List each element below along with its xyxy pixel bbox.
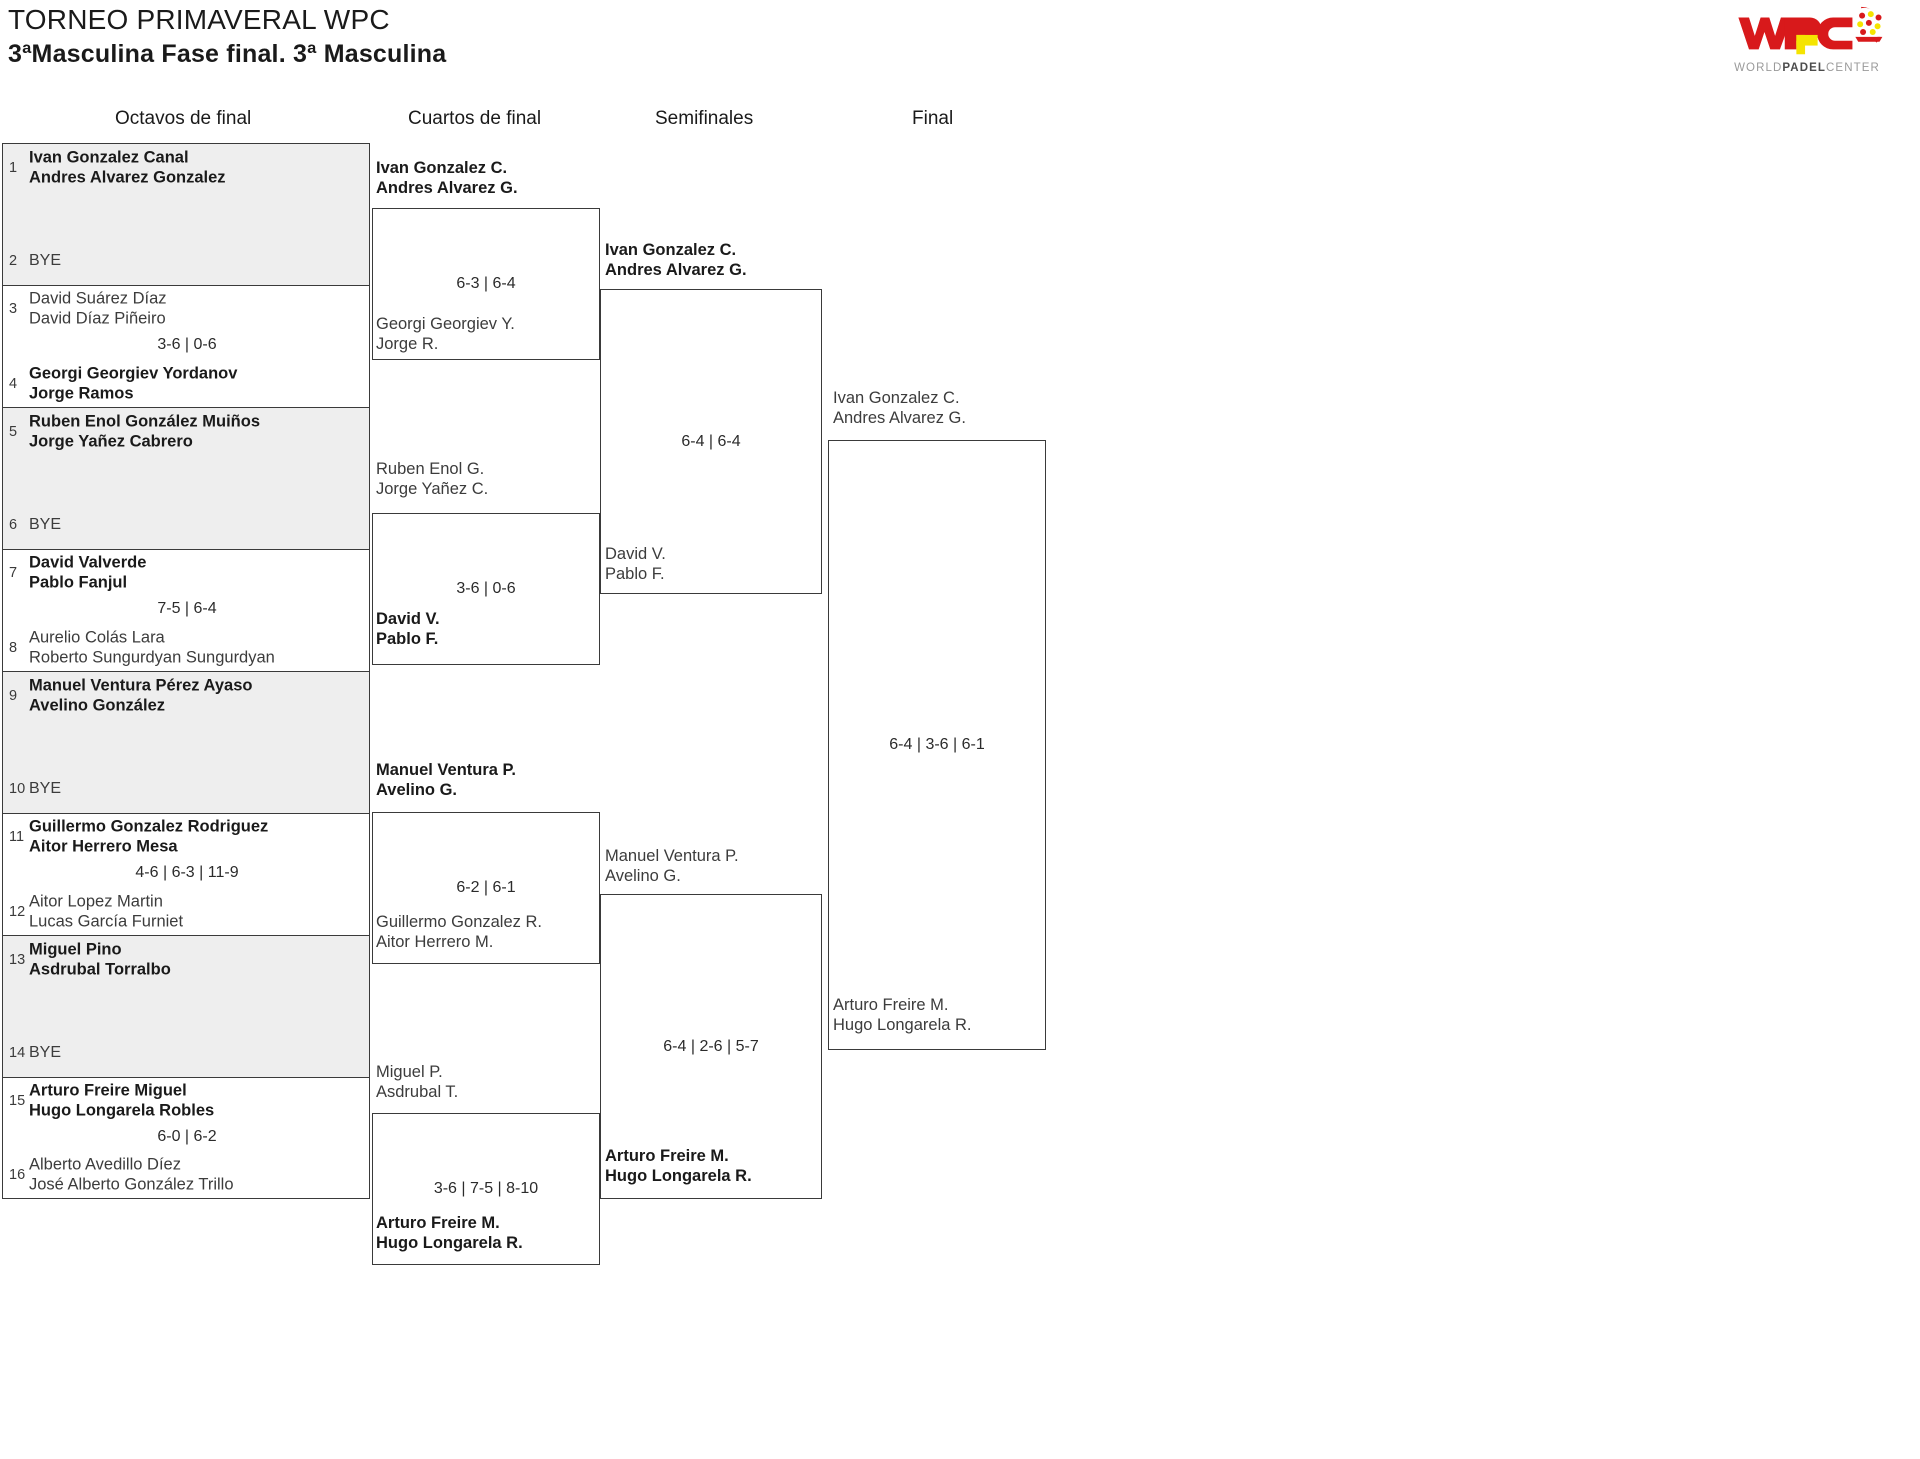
tournament-title: TORNEO PRIMAVERAL WPC (8, 4, 390, 35)
team-names: BYE (29, 516, 62, 534)
seed-number: 6 (9, 517, 18, 533)
r4-match-1-bottom-team: Arturo Freire M.Hugo Longarela R. (833, 996, 972, 1035)
r3-match-2-box[interactable]: 6-4 | 2-6 | 5-7 (600, 894, 822, 1199)
match-score: 6-4 | 6-4 (681, 432, 741, 450)
wpc-logo-mark (1738, 6, 1885, 55)
round-header-semifinales: Semifinales (655, 108, 754, 129)
wpc-logo: WORLDPADELCENTER (1712, 4, 1902, 78)
seed-number: 1 (9, 160, 18, 176)
round-header-cuartos: Cuartos de final (408, 108, 542, 129)
team-names: BYE (29, 1044, 62, 1062)
r2-match-1-top-team: Ivan Gonzalez C.Andres Alvarez G. (376, 159, 518, 198)
seed-number: 15 (9, 1093, 26, 1109)
wordmark-bold: PADEL (1782, 62, 1827, 74)
r4-final-box[interactable]: 6-4 | 3-6 | 6-1 (828, 440, 1046, 1050)
seed-number: 13 (9, 952, 26, 968)
r2-match-4-box[interactable]: 3-6 | 7-5 | 8-10 (372, 1113, 600, 1265)
r2-match-3-box[interactable]: 6-2 | 6-1 (372, 812, 600, 964)
r2-match-3-top-team: Manuel Ventura P.Avelino G. (376, 761, 516, 800)
seed-number: 16 (9, 1167, 26, 1183)
seed-number: 4 (9, 376, 18, 392)
r2-match-2-box[interactable]: 3-6 | 0-6 (372, 513, 600, 665)
match-score: 6-4 | 3-6 | 6-1 (889, 736, 985, 753)
match-score: 3-6 | 0-6 (157, 336, 217, 353)
match-score: 6-4 | 2-6 | 5-7 (663, 1037, 759, 1055)
match-score: 7-5 | 6-4 (157, 600, 217, 617)
seed-number: 11 (9, 829, 25, 845)
wordmark-prefix: WORLD (1734, 62, 1783, 74)
team-names: BYE (29, 252, 62, 270)
seed-number: 7 (9, 565, 18, 581)
r2-match-2-top-team: Ruben Enol G.Jorge Yañez C. (376, 460, 489, 499)
seed-number: 5 (9, 424, 18, 440)
seed-number: 14 (9, 1045, 26, 1061)
round-header-final: Final (912, 108, 954, 129)
r3-match-2-top-team: Manuel Ventura P.Avelino G. (605, 847, 739, 886)
r3-match-2-bottom-team: Arturo Freire M.Hugo Longarela R. (605, 1147, 752, 1186)
wordmark-suffix: CENTER (1826, 62, 1880, 74)
seed-number: 8 (9, 640, 18, 656)
seed-number: 10 (9, 781, 26, 797)
round-header-octavos: Octavos de final (115, 108, 252, 129)
match-score: 3-6 | 7-5 | 8-10 (433, 1180, 539, 1197)
r2-match-3-bottom-team: Guillermo Gonzalez R.Aitor Herrero M. (376, 913, 542, 952)
match-score: 6-2 | 6-1 (456, 879, 516, 896)
wpc-logo-wordmark: WORLDPADELCENTER (1712, 62, 1902, 74)
r2-match-1-box[interactable]: 6-3 | 6-4 (372, 208, 600, 360)
r4-match-1-top-team: Ivan Gonzalez C.Andres Alvarez G. (833, 389, 966, 428)
seed-number: 3 (9, 301, 18, 317)
team-names: BYE (29, 780, 62, 798)
r2-match-2-bottom-team: David V.Pablo F. (376, 610, 440, 649)
r3-match-1-top-team: Ivan Gonzalez C.Andres Alvarez G. (605, 241, 747, 280)
seed-number: 9 (9, 688, 18, 704)
r3-match-1-bottom-team: David V.Pablo F. (605, 545, 666, 584)
tournament-subtitle: 3ªMasculina Fase final. 3ª Masculina (8, 40, 447, 68)
seed-number: 2 (9, 253, 18, 269)
match-score: 3-6 | 0-6 (456, 580, 516, 597)
r2-match-4-top-team: Miguel P.Asdrubal T. (376, 1063, 459, 1102)
match-score: 4-6 | 6-3 | 11-9 (135, 864, 239, 881)
r2-match-1-bottom-team: Georgi Georgiev Y.Jorge R. (376, 315, 515, 354)
r2-match-4-bottom-team: Arturo Freire M.Hugo Longarela R. (376, 1214, 523, 1253)
r3-match-1-box[interactable]: 6-4 | 6-4 (600, 289, 822, 594)
match-score: 6-0 | 6-2 (157, 1128, 217, 1145)
match-score: 6-3 | 6-4 (456, 275, 516, 292)
seed-number: 12 (9, 904, 26, 920)
